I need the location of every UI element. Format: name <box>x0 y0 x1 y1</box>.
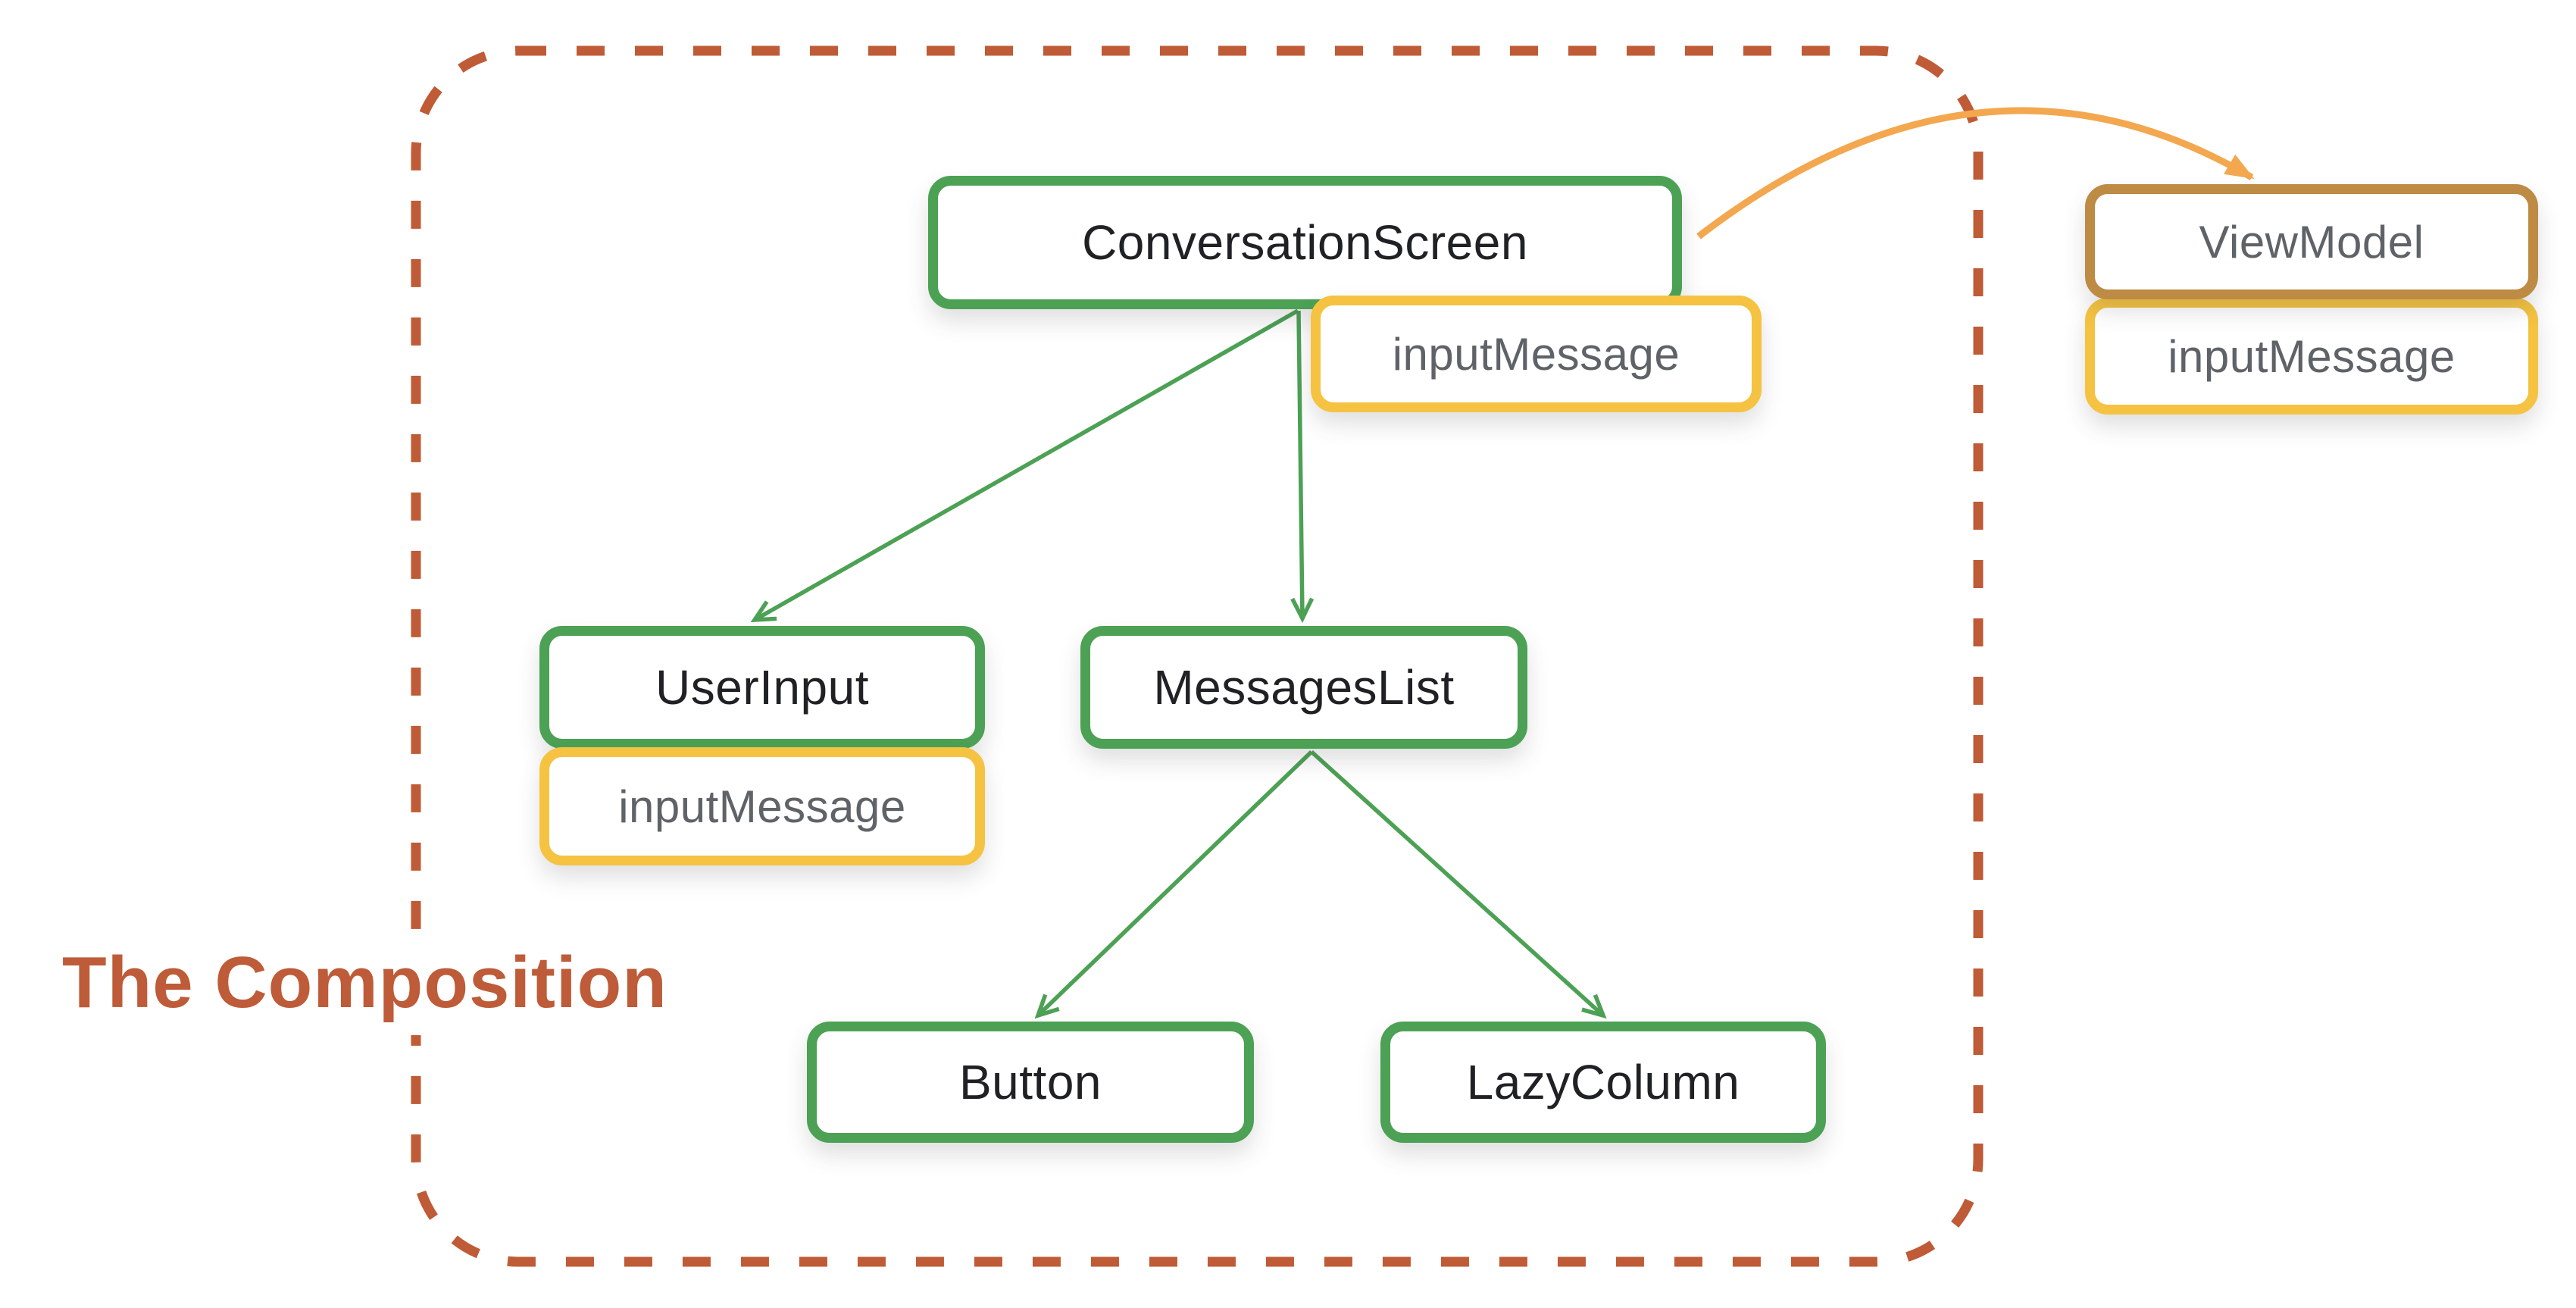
edge-messageslist-lazycolumn <box>1310 749 1603 1015</box>
node-lazy-column: LazyColumn <box>1380 1022 1826 1143</box>
diagram-title: The Composition <box>44 931 686 1035</box>
node-user-input-label: UserInput <box>655 660 869 715</box>
node-lazy-column-label: LazyColumn <box>1466 1055 1740 1109</box>
node-input-message-conversation-label: inputMessage <box>1392 328 1680 380</box>
edge-messageslist-button <box>1038 750 1313 1015</box>
edge-conversationscreen-messageslist <box>1299 310 1302 618</box>
node-conversation-screen: ConversationScreen <box>928 176 1682 309</box>
node-view-model: ViewModel <box>2085 184 2538 299</box>
edge-conversationscreen-userinput <box>755 308 1299 620</box>
node-conversation-screen-label: ConversationScreen <box>1082 215 1528 270</box>
node-input-message-view-model: inputMessage <box>2085 298 2538 415</box>
node-button: Button <box>807 1022 1254 1143</box>
node-button-label: Button <box>958 1055 1102 1109</box>
node-user-input: UserInput <box>539 626 985 749</box>
node-view-model-label: ViewModel <box>2199 216 2424 268</box>
node-messages-list-label: MessagesList <box>1153 660 1455 715</box>
node-input-message-user-input: inputMessage <box>539 747 985 865</box>
node-input-message-conversation: inputMessage <box>1311 296 1762 412</box>
node-messages-list: MessagesList <box>1080 626 1527 749</box>
node-input-message-view-model-label: inputMessage <box>2168 330 2456 382</box>
node-input-message-user-input-label: inputMessage <box>618 781 906 832</box>
edge-conversationscreen-viewmodel <box>1696 107 2255 239</box>
